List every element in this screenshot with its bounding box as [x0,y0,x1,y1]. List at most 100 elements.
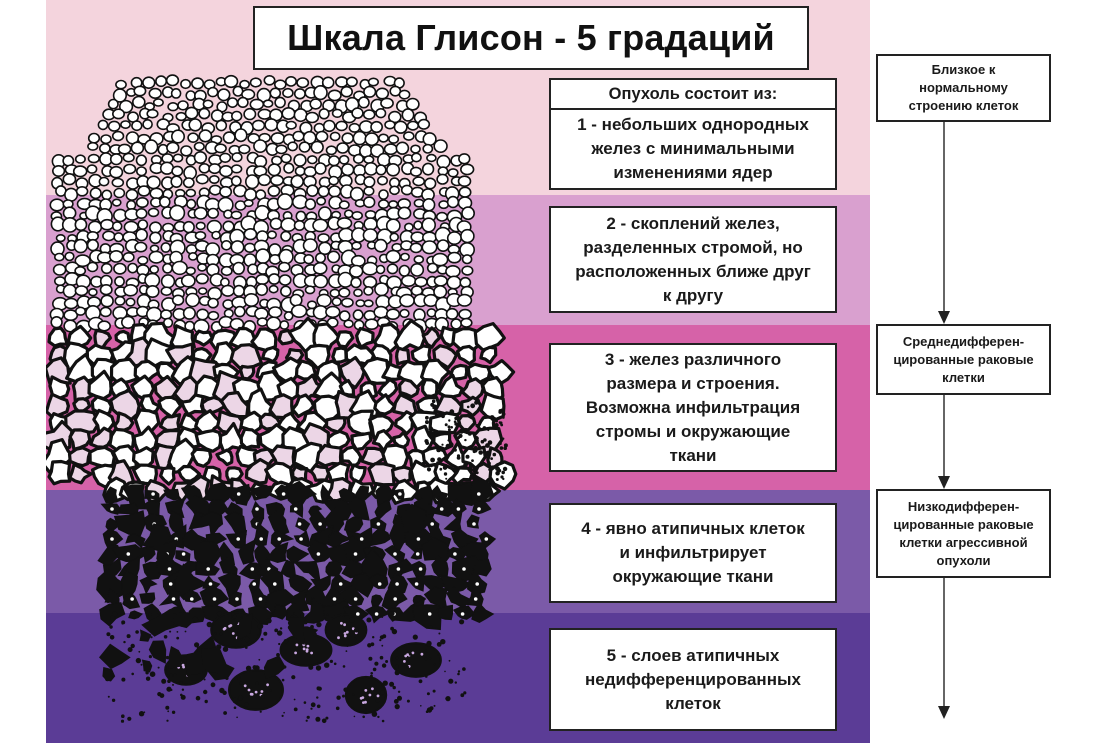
cell-dot [463,691,467,695]
cell-dot [233,706,237,709]
cell-dot [468,464,473,469]
gland-shape [177,464,202,483]
tumor-cell-cluster [374,499,392,521]
diff-box-near-normal: Близкое к нормальному строению клеток [876,54,1051,122]
tumor-cell-cluster [236,613,253,641]
gland-shape [215,448,234,467]
gland-shape [72,165,88,178]
tumor-cell-cluster [163,488,180,501]
cell-dot [460,693,465,698]
tumor-cell-cluster [307,524,334,547]
cell-dot [301,664,305,667]
cell-dot [317,686,322,691]
cell-dot [457,672,460,676]
cell-dot [166,686,172,692]
gland-shape [142,119,153,130]
cell-dot [310,702,316,708]
gland-shape [187,132,199,143]
cell-dot [278,642,281,646]
cell-dot [148,612,152,617]
cell-dot [291,675,296,680]
cell-dot [447,425,451,429]
cell-dot [279,627,283,630]
gland-shape [244,457,270,485]
gland-shape [114,275,125,287]
cell-dot [482,426,487,430]
cell-dot [389,611,395,616]
gland-shape [202,99,214,109]
cell-dot [214,632,217,635]
cell-dot [490,457,493,460]
cell-nucleus [254,690,258,694]
gland-shape [132,95,146,109]
gland-shape [278,261,291,273]
gland-shape [241,88,256,100]
cell-dot [372,636,375,639]
gland-shape [186,198,197,210]
cell-dot [426,640,432,647]
cell-dot [459,428,464,434]
cell-dot [462,454,465,457]
gland-shape [131,120,143,132]
cell-dot [371,711,378,717]
cell-nucleus [260,690,264,693]
cell-dot [503,443,508,448]
tumor-cell-cluster [171,612,194,629]
gland-shape [253,139,268,153]
tumor-cell-cluster [103,486,119,505]
tumor-cell-cluster [343,516,364,534]
gland-shape [207,207,220,219]
cell-dot [148,655,152,659]
tumor-cell-cluster [128,610,144,620]
cell-dot [465,454,470,459]
gland-shape [46,392,70,419]
gland-shape [450,466,474,486]
cell-dot [426,467,432,472]
cell-dot [503,446,508,451]
cell-dot [441,414,445,419]
cell-dot [308,664,314,670]
gland-shape [351,211,364,221]
cell-dot [381,644,384,647]
gland-shape [123,163,137,175]
tumor-cell-cluster [96,567,126,604]
gland-shape [287,141,298,152]
grade-2-box: 2 - скоплений желез, разделенных стромой… [549,206,837,313]
cell-dot [491,419,494,422]
cell-dot [173,673,177,678]
cell-nucleus [281,492,286,496]
cell-dot [353,627,359,633]
tumor-cell-cluster [139,629,152,642]
gland-shape [362,109,376,120]
gland-shape [194,231,207,241]
cell-nucleus [374,612,379,616]
tumor-cell-cluster [136,545,156,564]
gland-shape [316,196,327,206]
gland-shape [460,377,485,402]
cell-dot [412,634,418,640]
gland-shape [261,345,280,364]
gland-shape [445,307,459,320]
cell-dot [472,467,478,472]
gland-shape [68,428,92,451]
gland-shape [296,77,310,89]
cell-dot [109,625,113,629]
cell-nucleus [484,537,489,541]
cell-nucleus [475,582,480,586]
cell-dot [222,690,227,695]
gland-shape [386,163,401,177]
cell-dot [498,442,502,446]
gland-shape [111,198,122,207]
gland-shape [473,322,506,352]
gland-shape [267,185,281,197]
cell-nucleus [235,597,239,601]
cell-dot [166,719,169,722]
gland-shape [310,140,324,154]
tumor-cell-cluster [266,541,289,564]
tumor-cell-cluster [199,511,224,539]
gland-shape [166,141,180,154]
tumor-cell-cluster [286,480,318,511]
cell-dot [179,681,183,685]
cell-dot [473,448,478,453]
cell-nucleus [295,643,299,647]
